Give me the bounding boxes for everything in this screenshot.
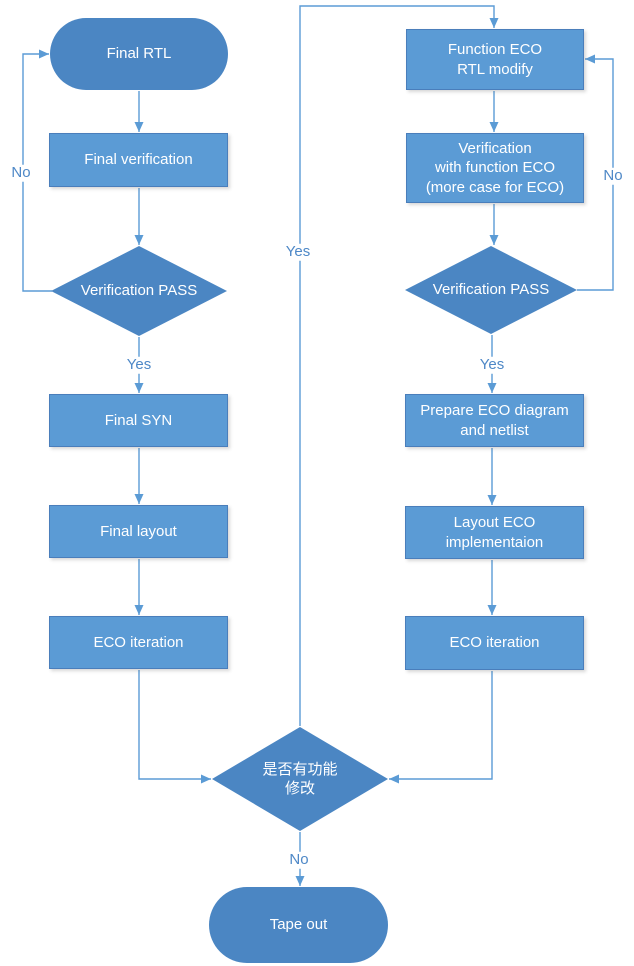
- node-verification-pass-right-label: Verification PASS: [432, 281, 550, 299]
- node-verification-pass-left-label: Verification PASS: [80, 282, 198, 300]
- node-final-verification-label: Final verification: [84, 151, 193, 169]
- edge-label-no-left: No: [8, 164, 34, 182]
- node-verification-with-eco: Verification with function ECO (more cas…: [406, 133, 584, 203]
- edge-label-no-bottom: No: [286, 851, 312, 869]
- node-function-eco-label: Function ECO RTL modify: [447, 41, 543, 78]
- node-eco-iteration-left-label: ECO iteration: [93, 633, 184, 651]
- edge-decision-yes-to-functioneco: [299, 5, 499, 726]
- node-final-syn: Final SYN: [49, 394, 228, 447]
- edge-label-yes-right: Yes: [476, 356, 508, 374]
- edge-label-yes-left: Yes: [123, 356, 155, 374]
- node-eco-iteration-right-label: ECO iteration: [449, 634, 540, 652]
- node-final-layout-label: Final layout: [100, 522, 177, 540]
- edge-ecoiter-left-to-decision: [138, 670, 211, 784]
- node-layout-eco-label: Layout ECO implementaion: [445, 514, 544, 551]
- node-function-eco: Function ECO RTL modify: [406, 29, 584, 90]
- node-final-syn-label: Final SYN: [104, 411, 173, 429]
- edge-label-yes-center: Yes: [282, 243, 314, 261]
- node-layout-eco: Layout ECO implementaion: [405, 506, 584, 559]
- node-final-layout: Final layout: [49, 505, 228, 558]
- node-tape-out: Tape out: [209, 887, 388, 963]
- node-verification-with-eco-label: Verification with function ECO (more cas…: [425, 140, 565, 196]
- node-tape-out-label: Tape out: [269, 916, 328, 934]
- node-final-rtl: Final RTL: [50, 18, 228, 90]
- node-eco-iteration-left: ECO iteration: [49, 616, 228, 669]
- node-prepare-eco: Prepare ECO diagram and netlist: [405, 394, 584, 447]
- edge-label-no-right: No: [600, 167, 626, 185]
- node-prepare-eco-label: Prepare ECO diagram and netlist: [420, 402, 569, 439]
- node-final-rtl-label: Final RTL: [106, 45, 172, 63]
- node-final-verification: Final verification: [49, 133, 228, 187]
- edge-ecoiter-right-to-decision: [389, 671, 493, 784]
- node-eco-iteration-right: ECO iteration: [405, 616, 584, 670]
- node-function-change-label: 是否有功能 修改: [262, 760, 338, 797]
